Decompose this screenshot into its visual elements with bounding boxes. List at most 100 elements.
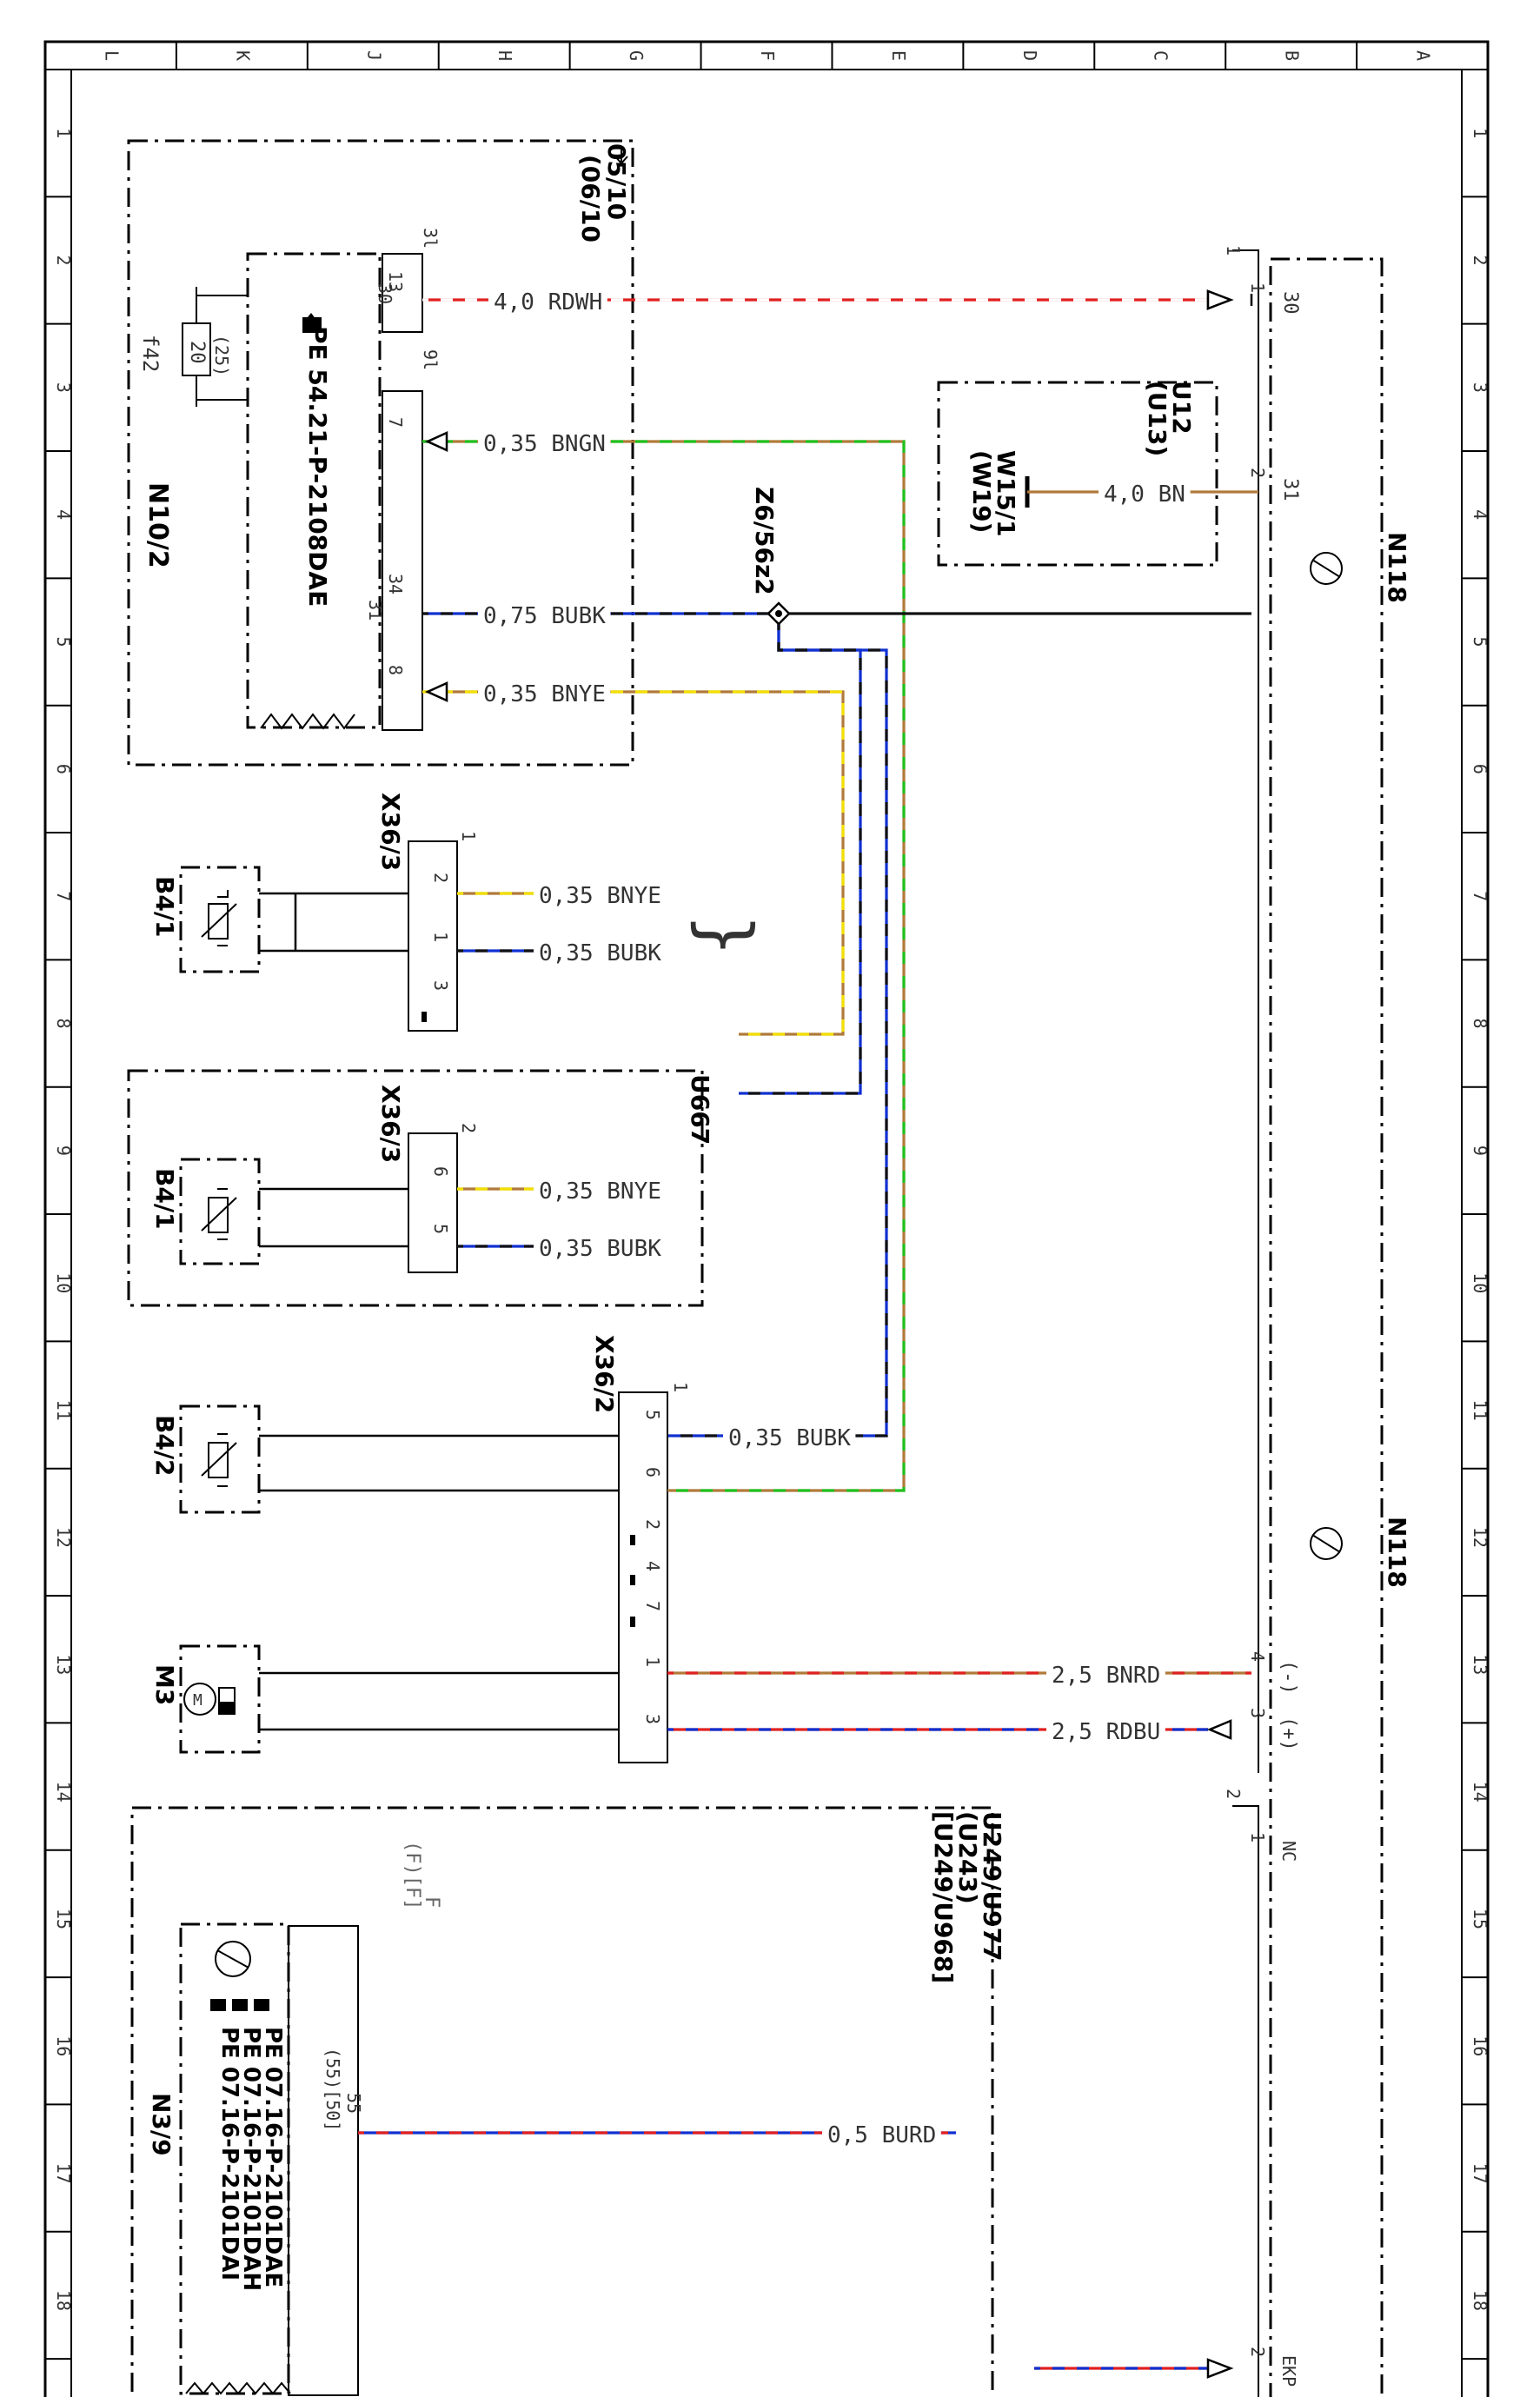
column-label: K	[232, 50, 253, 61]
row-label-left: 4	[53, 509, 74, 520]
wire-label: 0,75 BUBK	[483, 603, 606, 629]
wire-label: 0,35 BUBK	[728, 1425, 851, 1451]
n10-2-label: N10/2	[143, 482, 173, 568]
wire-bngn-stripe	[422, 440, 906, 1492]
svg-text:31: 31	[365, 600, 386, 621]
svg-text:7: 7	[385, 417, 406, 428]
row-label-right: 3	[1470, 382, 1490, 393]
svg-text:55: 55	[343, 2093, 364, 2114]
fuse-rating: 20	[186, 341, 208, 364]
n118-box	[1269, 257, 1384, 2397]
svg-text:(U13): (U13)	[1143, 381, 1172, 456]
b4-2-box	[179, 1404, 261, 1514]
n3-9-variant-box	[130, 1806, 994, 2397]
left-row-ruler	[44, 69, 72, 2397]
column-label: L	[101, 50, 122, 61]
svg-text:3: 3	[430, 980, 451, 991]
row-label-left: 18	[53, 2290, 74, 2311]
row-label-left: 10	[53, 1272, 74, 1293]
svg-text:6: 6	[430, 1166, 451, 1177]
row-label-left: 7	[53, 891, 74, 901]
svg-text:PE 07.16-P-2101DAE: PE 07.16-P-2101DAE	[260, 2027, 286, 2287]
b4-1-a-label: B4/1	[150, 876, 179, 938]
document-icon-n3-9	[210, 1999, 269, 2011]
row-label-left: 9	[53, 1145, 74, 1156]
row-label-right: 5	[1470, 637, 1490, 647]
w15-1-label: W15/1	[992, 450, 1020, 537]
column-label: C	[1151, 50, 1172, 61]
row-label-right: 16	[1470, 2035, 1490, 2056]
fuse-label: f42	[138, 335, 163, 372]
page-ref-b: (06/10	[576, 155, 605, 242]
n3-9-label: N3/9	[147, 2093, 176, 2156]
svg-text:X36/3: X36/3	[376, 1085, 405, 1163]
row-label-left: 16	[53, 2035, 74, 2056]
row-label-right: 6	[1470, 764, 1490, 774]
row-label-right: 7	[1470, 891, 1490, 901]
row-label-left: 13	[53, 1654, 74, 1675]
svg-text:[U249/U968]: [U249/U968]	[929, 1811, 958, 1983]
pump-symbol-n3-9	[215, 1941, 251, 1977]
svg-text:34: 34	[385, 574, 406, 594]
wire-label: 0,35 BNYE	[539, 1179, 661, 1205]
column-label: F	[757, 50, 778, 61]
wire-layer	[259, 289, 1258, 2379]
x36-2-connector	[618, 1391, 668, 1763]
column-label: G	[626, 50, 647, 61]
svg-text:(-): (-)	[1278, 1660, 1299, 1695]
row-label-left: 1	[53, 128, 74, 138]
document-icon	[302, 313, 322, 333]
svg-text:U12: U12	[1167, 381, 1196, 435]
row-label-right: 2	[1470, 256, 1490, 266]
n10-2-inner	[246, 252, 382, 729]
fuse-pos: (25)	[211, 335, 232, 376]
row-label-left: 2	[53, 256, 74, 266]
wire-label: 0,5 BURD	[827, 2122, 936, 2148]
svg-text:}: }	[686, 914, 767, 956]
n118-label-bottom: N118	[1383, 1517, 1411, 1588]
wire-bnye-main	[422, 690, 845, 1036]
column-label: D	[1019, 50, 1040, 61]
wire-label: 0,35 BUBK	[539, 940, 661, 966]
svg-text:13: 13	[385, 271, 406, 292]
svg-text:30: 30	[375, 283, 395, 304]
row-label-right: 15	[1470, 1909, 1490, 1929]
x36-3-b-connector	[408, 1132, 458, 1273]
svg-text:U249/U977: U249/U977	[978, 1811, 1006, 1962]
sensor-symbol-c	[201, 1433, 237, 1487]
svg-text:2: 2	[430, 873, 451, 883]
column-label: E	[888, 50, 909, 61]
row-label-left: 12	[53, 1527, 74, 1548]
row-label-left: 3	[53, 382, 74, 393]
row-label-left: 17	[53, 2163, 74, 2184]
sensor-symbol-a	[201, 890, 237, 946]
svg-text:1: 1	[1247, 1832, 1268, 1843]
row-label-left: 6	[53, 764, 74, 774]
svg-text:(+): (+)	[1278, 1716, 1299, 1751]
svg-text:(55)[50]: (55)[50]	[322, 2048, 343, 2131]
right-row-ruler	[1461, 69, 1489, 2397]
svg-text:X36/3: X36/3	[376, 793, 405, 871]
column-label: B	[1282, 50, 1303, 61]
motor-icon: M	[183, 1683, 236, 1716]
wire-label: 4,0 RDWH	[494, 289, 602, 315]
svg-text:8: 8	[385, 665, 406, 675]
svg-text:2: 2	[1247, 2347, 1268, 2357]
break-mark	[260, 713, 355, 730]
svg-text:9l: 9l	[420, 349, 441, 370]
x36-3-a-connector	[408, 840, 458, 1032]
m3-label: M3	[150, 1664, 179, 1705]
row-label-right: 9	[1470, 1145, 1490, 1156]
svg-text:3: 3	[642, 1714, 663, 1724]
n10-2-ref: PE 54.21-P-2108DAE	[303, 326, 332, 607]
column-label: J	[363, 50, 384, 61]
splice-label: Z6/56z2	[750, 487, 779, 595]
svg-text:M: M	[193, 1691, 202, 1710]
wire-label: 0,35 BUBK	[539, 1236, 661, 1262]
column-ruler	[44, 41, 1489, 70]
svg-text:NC: NC	[1278, 1841, 1299, 1862]
row-label-right: 12	[1470, 1527, 1490, 1548]
